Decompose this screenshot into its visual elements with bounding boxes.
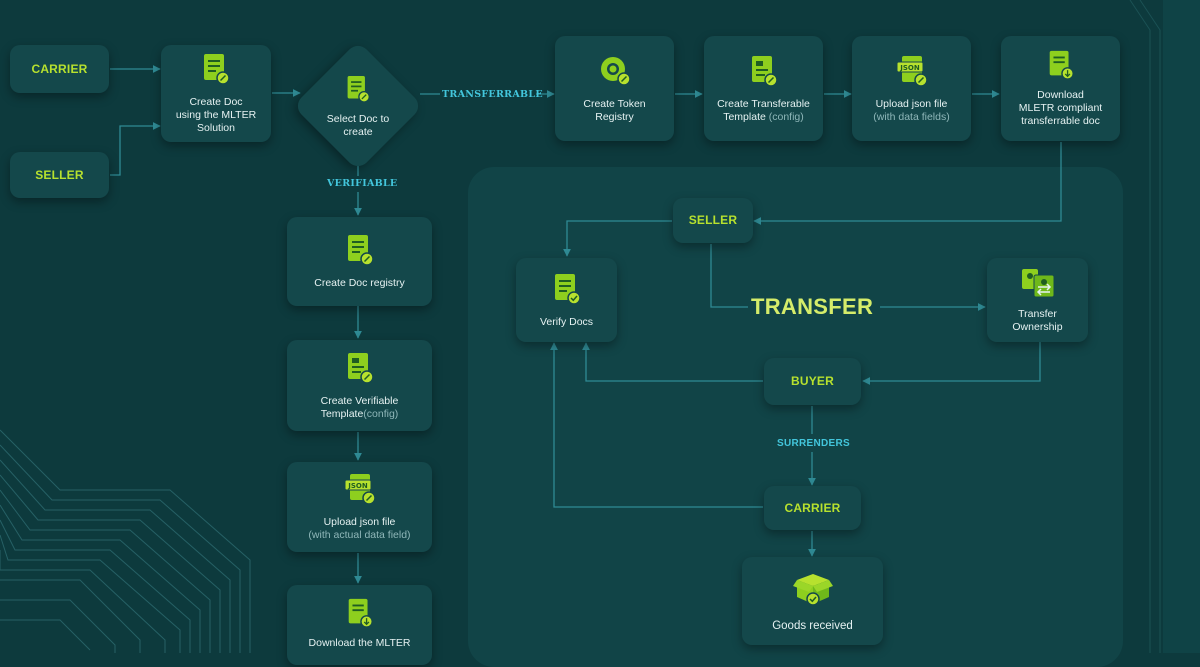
download-mlter-label: Download the MLTER: [308, 637, 411, 649]
json-file-icon: JSON: [894, 54, 930, 92]
token-registry-icon: [597, 54, 633, 92]
create-verifiable-template-node[interactable]: Create Verifiable Template(config): [287, 340, 432, 431]
carrier-transfer-label: CARRIER: [784, 500, 841, 515]
create-doc-line2: using the MLTER: [175, 109, 257, 121]
create-token-registry-node[interactable]: Create Token Registry: [555, 36, 674, 141]
transferable-template-line2: Template: [723, 110, 766, 123]
select-doc-line2: create: [343, 125, 373, 138]
transfer-ownership-line1: Transfer: [1018, 307, 1057, 320]
svg-text:JSON: JSON: [899, 64, 920, 72]
download-mletr-node[interactable]: Download MLETR compliant transferrable d…: [1001, 36, 1120, 141]
upload-json-left-line1: Upload json file: [323, 516, 396, 528]
document-edit-icon: [345, 233, 375, 271]
upload-json-top-sub: (with data fields): [873, 110, 950, 123]
create-doc-line1: Create Doc: [189, 96, 243, 108]
select-doc-content: Select Doc to create: [308, 60, 408, 152]
verify-docs-label: Verify Docs: [539, 315, 594, 328]
seller-node-left[interactable]: SELLER: [10, 152, 109, 198]
verifiable-label: VERIFIABLE: [327, 178, 398, 189]
template-icon: [345, 351, 375, 389]
create-doc-line3: Solution: [197, 122, 235, 134]
transfer-title: TRANSFER: [751, 294, 874, 319]
buyer-node[interactable]: BUYER: [764, 358, 861, 405]
upload-json-left-sub: (with actual data field): [308, 529, 411, 541]
create-transferable-template-node[interactable]: Create Transferable Template (config): [704, 36, 823, 141]
carrier-label: CARRIER: [31, 61, 88, 76]
template-icon: [749, 54, 779, 92]
verify-docs-node[interactable]: Verify Docs: [516, 258, 617, 342]
right-edge-band: [1163, 0, 1200, 653]
upload-json-left-node[interactable]: JSON Upload json file (with actual data …: [287, 462, 432, 552]
seller-node-transfer[interactable]: SELLER: [673, 198, 753, 243]
transferable-template-sub: (config): [768, 110, 804, 123]
create-doc-node[interactable]: Create Doc using the MLTER Solution: [161, 45, 271, 142]
verifiable-template-line1: Create Verifiable: [320, 394, 399, 407]
goods-received-label: Goods received: [772, 619, 853, 632]
download-mletr-line1: Download: [1037, 89, 1084, 101]
circuit-decoration: [0, 0, 1161, 653]
document-check-icon: [552, 272, 582, 310]
connector-lines: [0, 0, 1161, 653]
goods-received-node[interactable]: Goods received: [742, 557, 883, 645]
transfer-ownership-line2: Ownership: [1012, 320, 1063, 333]
create-doc-registry-label: Create Doc registry: [314, 277, 405, 289]
svg-text:JSON: JSON: [347, 482, 368, 490]
select-doc-line1: Select Doc to: [326, 112, 390, 125]
verifiable-template-line2: Template: [320, 407, 364, 420]
seller-label: SELLER: [35, 167, 84, 182]
transferrable-label: TRANSFERRABLE: [442, 89, 543, 100]
download-mlter-node[interactable]: Download the MLTER: [287, 585, 432, 665]
buyer-label: BUYER: [790, 374, 834, 388]
json-file-icon: JSON: [342, 472, 378, 510]
token-registry-line2: Registry: [595, 110, 634, 123]
create-doc-registry-node[interactable]: Create Doc registry: [287, 217, 432, 306]
surrenders-label: SURRENDERS: [777, 438, 851, 449]
carrier-node-transfer[interactable]: CARRIER: [764, 486, 861, 530]
download-mletr-line2: MLETR compliant: [1018, 102, 1103, 114]
token-registry-line1: Create Token: [583, 97, 646, 110]
transfer-ownership-node[interactable]: Transfer Ownership: [987, 258, 1088, 342]
document-edit-icon: [201, 52, 231, 90]
seller-transfer-label: SELLER: [688, 213, 738, 227]
document-download-icon: [1046, 49, 1076, 85]
document-download-icon: [345, 597, 375, 633]
box-check-icon: [791, 570, 835, 612]
document-edit-icon: [345, 74, 371, 108]
verifiable-template-sub: (config): [363, 407, 399, 420]
carrier-node-top[interactable]: CARRIER: [10, 45, 109, 93]
download-mletr-line3: transferrable doc: [1021, 115, 1100, 127]
transfer-ownership-icon: [1018, 267, 1058, 303]
upload-json-top-node[interactable]: JSON Upload json file (with data fields): [852, 36, 971, 141]
upload-json-top-line1: Upload json file: [875, 97, 948, 110]
transferable-template-line1: Create Transferable: [717, 97, 810, 110]
